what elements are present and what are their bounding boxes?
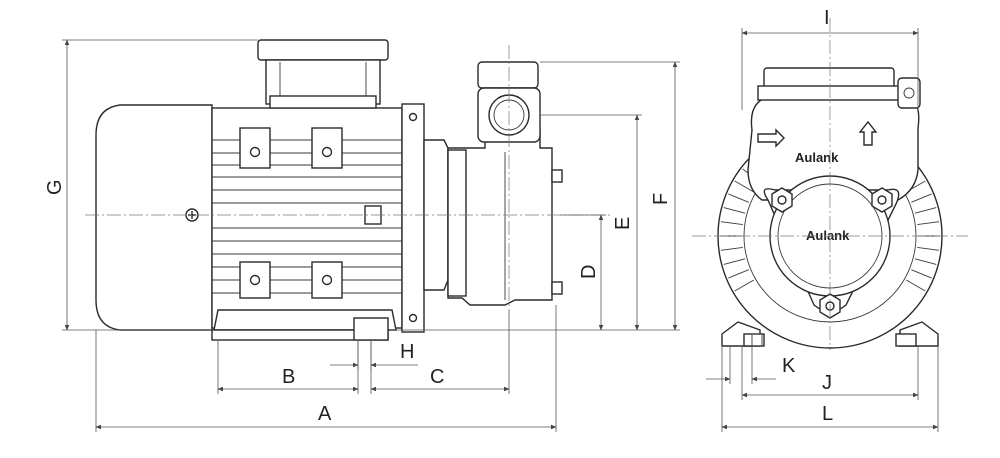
terminal-box: [257, 39, 389, 109]
fin-line: [914, 258, 937, 265]
top-cover: [763, 67, 895, 89]
fin-line: [723, 207, 746, 214]
brand-upper: Aulank: [795, 150, 839, 165]
motor-flange: [401, 103, 425, 333]
label-e: E: [612, 217, 634, 230]
label-f: F: [650, 193, 672, 205]
label-l: L: [822, 403, 833, 425]
fin-line: [728, 269, 749, 279]
fin-line: [914, 207, 937, 214]
side-dimensions: [62, 39, 680, 432]
cable-gland: [897, 77, 921, 109]
label-h: H: [400, 341, 414, 363]
fin-line: [917, 221, 940, 225]
flow-arrow-up-icon: [858, 120, 878, 146]
label-i: I: [824, 7, 830, 29]
fin-line: [734, 279, 755, 292]
fin-line: [911, 193, 932, 203]
front-dimensions: [706, 28, 939, 432]
fin-line: [723, 258, 746, 265]
flow-arrow-icon: [757, 128, 785, 148]
front-feet: [721, 321, 939, 347]
fin-line: [720, 247, 743, 251]
fin-line: [911, 269, 932, 279]
fan-cover: [95, 104, 213, 331]
label-c: C: [430, 366, 444, 388]
side-view: [85, 39, 610, 341]
fin-line: [905, 279, 926, 292]
label-k: K: [782, 355, 796, 377]
label-d: D: [578, 265, 600, 279]
label-j: J: [822, 372, 832, 394]
fin-line: [734, 180, 755, 193]
fin-line: [728, 193, 749, 203]
label-g: G: [44, 179, 66, 195]
label-b: B: [282, 366, 295, 388]
fin-line: [917, 247, 940, 251]
fin-line: [720, 221, 743, 225]
base-foot: [211, 309, 397, 341]
brand-center: Aulank: [806, 228, 850, 243]
dimension-labels: G F E D A B C H I J K L: [44, 7, 833, 425]
label-a: A: [318, 403, 332, 425]
front-view: Aulank Aulank: [692, 18, 968, 350]
